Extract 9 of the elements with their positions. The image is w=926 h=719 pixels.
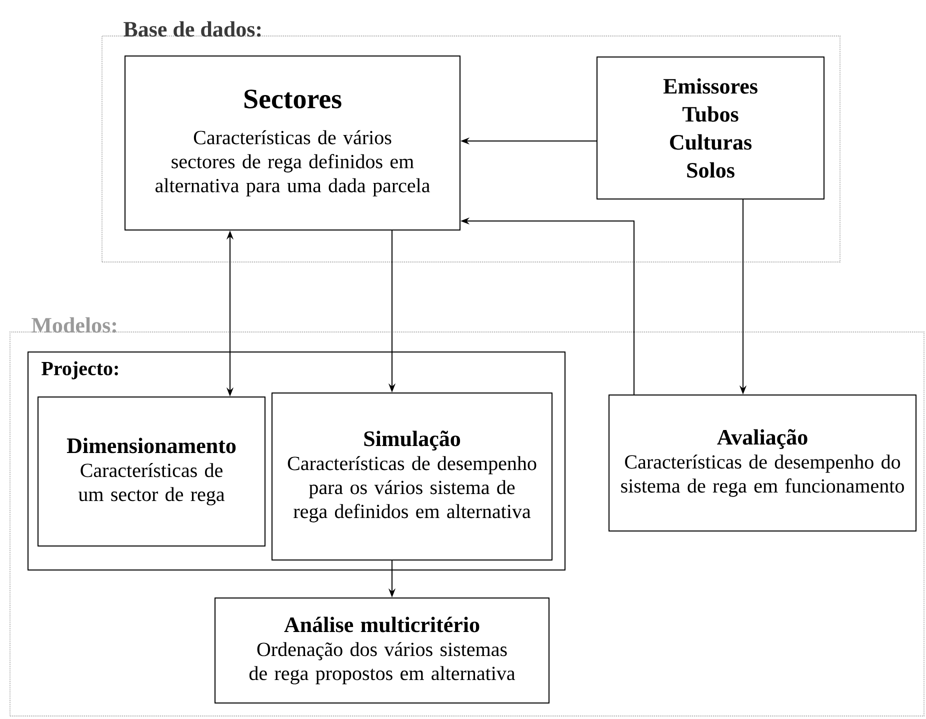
process-box: Simulação Características de desempenho para os vários sistema de rega definidos em alternativa xyxy=(272,392,552,560)
process-box: Sectores Características de vários sectores de rega definidos em alternativa para uma dada parcela xyxy=(124,56,460,230)
process-box: Dimensionamento Características de um sector de rega xyxy=(38,396,266,546)
process-box: Emissores Tubos Culturas Solos xyxy=(596,56,824,200)
process-box: Análise multicritério Ordenação dos vários sistemas de rega propostos em alternativa xyxy=(214,598,550,704)
process-box: Avaliação Características de desempenho do sistema de rega em funcionamento xyxy=(608,394,916,532)
region-heading: Modelos: xyxy=(32,317,116,333)
region-heading: Base de dados: xyxy=(124,21,261,37)
group-heading: Projecto: xyxy=(42,361,118,380)
